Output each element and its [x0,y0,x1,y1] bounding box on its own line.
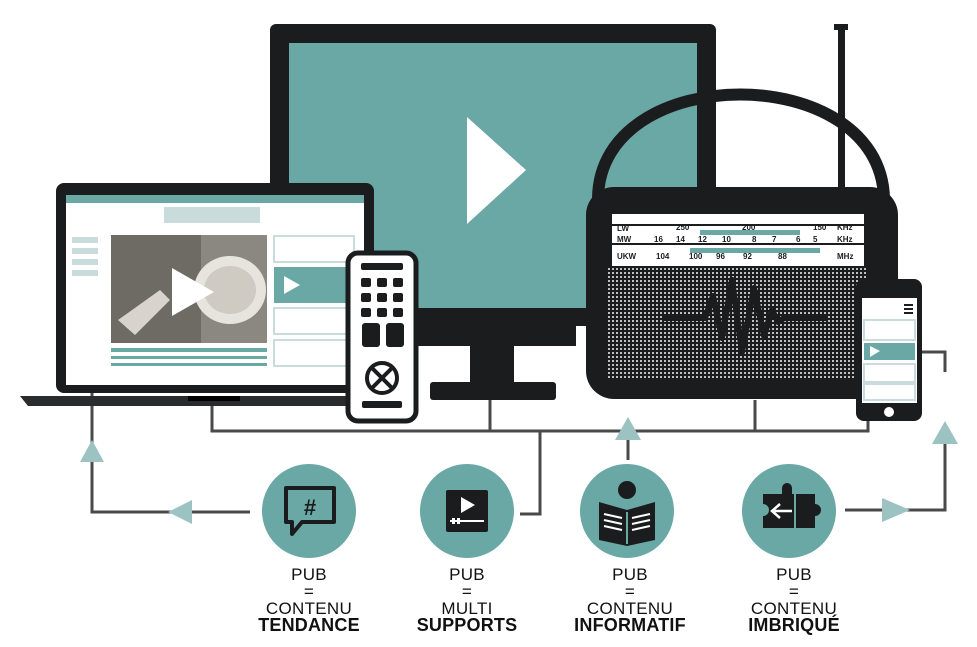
label-line-pub: PUB [291,565,327,584]
band-mw-tick-6: 6 [796,235,801,244]
radio-waveform [662,277,826,355]
person-reading-icon [580,464,674,558]
label-line-contenu: CONTENU [586,599,674,618]
arrow-left [168,500,192,524]
band-ukw-name: UKW [617,252,637,261]
band-lw-unit: KHz [837,223,853,232]
arrow-up-left [80,440,104,462]
label-line-pub: PUB [449,565,485,584]
label-line-tendance: TENDANCE [258,615,360,635]
band-mw-unit: KHz [837,235,853,244]
band-mw-tick-7: 5 [813,235,818,244]
tv-play-icon [467,117,526,224]
band-lw-tick-0: 250 [676,223,690,232]
band-ukw-tick-2: 96 [716,252,725,261]
label-line-contenu: CONTENU [750,599,838,618]
concept-icons: # [262,464,836,558]
smartphone [856,279,922,421]
concept-label-imbrique: PUB = CONTENU IMBRIQUÉ [714,566,874,634]
remote-control [345,250,419,424]
label-line-equals: = [461,582,473,601]
arrow-up-right [932,421,958,444]
video-player-icon [420,464,514,558]
radio-dial-text: LW 250 200 150 KHz MW 16 14 12 10 8 7 6 … [617,223,853,261]
label-line-multi: MULTI [441,599,493,618]
label-line-pub: PUB [776,565,812,584]
radio: LW 250 200 150 KHz MW 16 14 12 10 8 7 6 … [586,24,898,399]
band-mw-tick-0: 16 [654,235,663,244]
flow-arrows [80,417,958,524]
band-lw-name: LW [617,224,629,233]
band-mw-tick-2: 12 [698,235,707,244]
band-lw-tick-2: 150 [813,223,827,232]
label-line-pub: PUB [612,565,648,584]
label-line-contenu: CONTENU [265,599,353,618]
concept-label-supports: PUB = MULTI SUPPORTS [387,566,547,634]
label-line-imbrique: IMBRIQUÉ [748,615,840,635]
band-mw-tick-1: 14 [676,235,685,244]
label-line-informatif: INFORMATIF [574,615,686,635]
band-mw-name: MW [617,235,632,244]
band-lw-tick-1: 200 [742,223,756,232]
band-ukw-tick-4: 88 [778,252,787,261]
laptop [20,183,410,406]
svg-text:#: # [304,495,316,520]
label-line-supports: SUPPORTS [416,615,518,635]
arrow-right [882,498,910,522]
concept-label-informatif: PUB = CONTENU INFORMATIF [550,566,710,634]
arrow-up-center [615,417,641,440]
band-mw-tick-5: 7 [772,235,777,244]
laptop-play-icon [172,268,214,316]
label-line-equals: = [788,582,800,601]
band-ukw-unit: MHz [837,252,853,261]
band-ukw-tick-1: 100 [689,252,703,261]
band-mw-tick-3: 10 [722,235,731,244]
label-line-equals: = [303,582,315,601]
band-ukw-tick-0: 104 [656,252,670,261]
hashtag-speech-bubble-icon: # [262,464,356,558]
label-line-equals: = [624,582,636,601]
band-ukw-tick-3: 92 [743,252,752,261]
concept-label-tendance: PUB = CONTENU TENDANCE [229,566,389,634]
puzzle-pieces-icon [742,464,836,558]
band-mw-tick-4: 8 [752,235,757,244]
